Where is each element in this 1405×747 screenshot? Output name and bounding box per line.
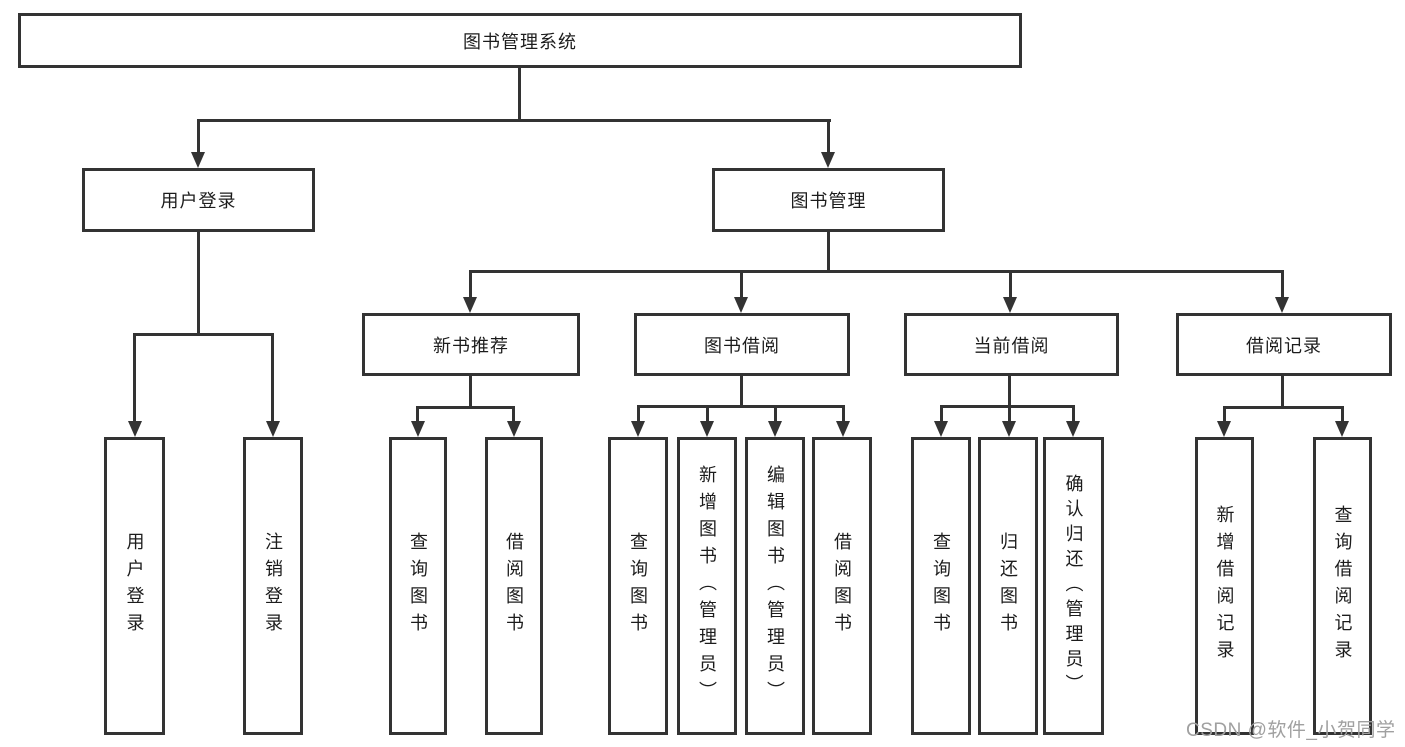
leaf-label: 查询图书	[408, 532, 428, 640]
leaf-label: 借阅图书	[504, 532, 524, 640]
arrowhead-down-icon	[128, 421, 142, 437]
connector-line	[827, 232, 830, 273]
leaf-label: 新增借阅记录	[1214, 505, 1235, 667]
connector-line	[827, 119, 830, 155]
arrowhead-down-icon	[507, 421, 521, 437]
connector-line	[1223, 406, 1344, 409]
connector-line	[637, 405, 640, 424]
node-book-borrow: 图书借阅	[634, 313, 850, 376]
connector-line	[637, 405, 845, 408]
leaf-newrec-query-book: 查询图书	[389, 437, 447, 735]
leaf-borrow-query-book: 查询图书	[608, 437, 668, 735]
leaf-label: 借阅图书	[832, 532, 852, 640]
csdn-watermark: CSDN @软件_小贺同学	[1186, 720, 1396, 741]
node-label: 新书推荐	[433, 335, 509, 356]
connector-line	[271, 333, 274, 425]
arrowhead-down-icon	[631, 421, 645, 437]
arrowhead-down-icon	[934, 421, 948, 437]
node-borrow-record: 借阅记录	[1176, 313, 1392, 376]
leaf-label: 查询图书	[628, 532, 648, 640]
node-label: 图书借阅	[704, 335, 780, 356]
connector-line	[197, 119, 831, 122]
leaf-logout: 注销登录	[243, 437, 303, 735]
connector-line	[940, 405, 943, 424]
node-label: 借阅记录	[1246, 335, 1322, 356]
arrowhead-down-icon	[1275, 297, 1289, 313]
connector-line	[197, 232, 200, 336]
connector-line	[512, 406, 515, 424]
leaf-current-return-book: 归还图书	[978, 437, 1038, 735]
connector-line	[1281, 270, 1284, 300]
connector-line	[1008, 376, 1011, 408]
connector-line	[197, 119, 200, 155]
connector-line	[416, 406, 419, 424]
connector-line	[774, 405, 777, 424]
leaf-label: 查询图书	[931, 532, 951, 640]
connector-line	[133, 333, 136, 425]
leaf-label: 查询借阅记录	[1332, 505, 1353, 667]
arrowhead-down-icon	[1002, 421, 1016, 437]
leaf-label: 确认归还（管理员）	[1063, 473, 1084, 699]
connector-line	[842, 405, 845, 424]
leaf-label: 新增图书（管理员）	[697, 464, 717, 708]
connector-line	[1009, 270, 1012, 300]
connector-line	[1008, 405, 1011, 424]
connector-line	[416, 406, 515, 409]
leaf-user-login: 用户登录	[104, 437, 165, 735]
arrowhead-down-icon	[1066, 421, 1080, 437]
node-label: 图书管理	[790, 191, 867, 211]
connector-line	[469, 270, 1284, 273]
connector-line	[1223, 406, 1226, 424]
leaf-record-query-borrow-record: 查询借阅记录	[1313, 437, 1372, 735]
connector-line	[469, 376, 472, 409]
connector-line	[940, 405, 1075, 408]
node-user-login: 用户登录	[82, 168, 315, 232]
arrowhead-down-icon	[768, 421, 782, 437]
node-label: 用户登录	[160, 191, 237, 211]
arrowhead-down-icon	[463, 297, 477, 313]
arrowhead-down-icon	[1217, 421, 1231, 437]
leaf-label: 编辑图书（管理员）	[765, 464, 785, 708]
connector-line	[1281, 376, 1284, 409]
arrowhead-down-icon	[411, 421, 425, 437]
connector-line	[133, 333, 274, 336]
connector-line	[518, 68, 521, 119]
node-label: 图书管理系统	[463, 31, 577, 52]
leaf-borrow-add-book-admin: 新增图书（管理员）	[677, 437, 737, 735]
arrowhead-down-icon	[734, 297, 748, 313]
node-new-book-recommend: 新书推荐	[362, 313, 580, 376]
leaf-current-confirm-return-admin: 确认归还（管理员）	[1043, 437, 1104, 735]
connector-line	[469, 270, 472, 300]
arrowhead-down-icon	[1335, 421, 1349, 437]
arrowhead-down-icon	[191, 152, 205, 168]
leaf-label: 注销登录	[263, 532, 283, 640]
node-current-borrow: 当前借阅	[904, 313, 1119, 376]
leaf-current-query-book: 查询图书	[911, 437, 971, 735]
leaf-newrec-borrow-book: 借阅图书	[485, 437, 543, 735]
node-label: 当前借阅	[973, 335, 1050, 356]
leaf-record-add-borrow-record: 新增借阅记录	[1195, 437, 1254, 735]
arrowhead-down-icon	[700, 421, 714, 437]
connector-line	[1341, 406, 1344, 424]
arrowhead-down-icon	[1003, 297, 1017, 313]
connector-line	[1072, 405, 1075, 424]
node-library-management-system: 图书管理系统	[18, 13, 1022, 68]
leaf-borrow-edit-book-admin: 编辑图书（管理员）	[745, 437, 805, 735]
leaf-label: 用户登录	[124, 532, 145, 640]
connector-line	[740, 376, 743, 408]
arrowhead-down-icon	[266, 421, 280, 437]
connector-line	[706, 405, 709, 424]
connector-line	[740, 270, 743, 300]
node-book-management: 图书管理	[712, 168, 945, 232]
leaf-borrow-borrow-book: 借阅图书	[812, 437, 872, 735]
arrowhead-down-icon	[821, 152, 835, 168]
arrowhead-down-icon	[836, 421, 850, 437]
leaf-label: 归还图书	[998, 532, 1018, 640]
